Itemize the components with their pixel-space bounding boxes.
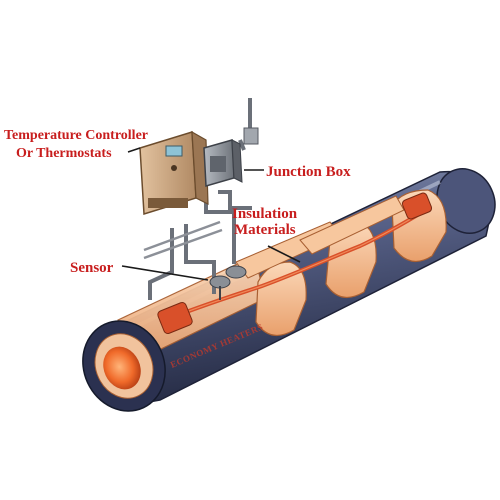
temp-controller-label-line1: Temperature Controller [4,128,148,143]
heater-cable-icon [157,192,433,335]
pipe-end-glow-icon [103,346,141,390]
insulation-leader [267,245,301,263]
pipe-end [82,320,166,412]
sensor-probe-icon [209,265,247,300]
temp-controller-label-line2: Or Thermostats [16,146,112,161]
junction-box-icon [203,139,243,187]
wall-junction-icon [243,127,259,145]
sensor-leader [121,265,209,281]
controller-leader [127,147,141,153]
leader-lines [121,147,301,281]
sensor-label: Sensor [70,260,114,276]
temperature-controller-box-icon [139,130,209,215]
insulation-label-line2: Materials [234,222,296,238]
junction-box-label: Junction Box [266,164,351,180]
insulation-label-line1: Insulation [232,206,298,222]
pipe-support-rails [143,220,223,260]
